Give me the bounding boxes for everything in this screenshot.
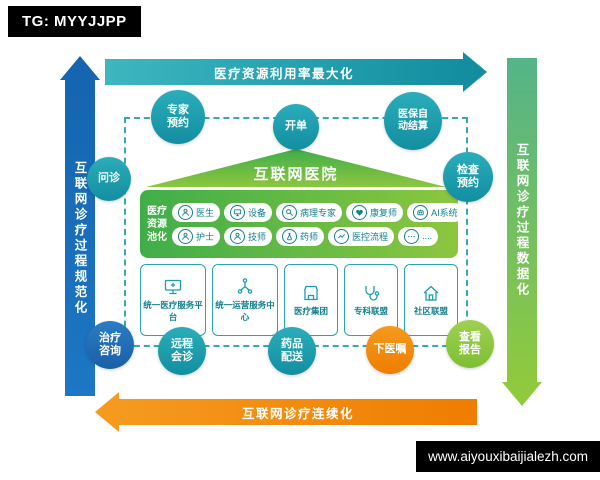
medical-platform-icon xyxy=(164,280,182,295)
top-arrow-head-icon xyxy=(463,52,487,92)
resource-item: 医生 xyxy=(172,202,221,222)
resource-label: 技师 xyxy=(248,231,267,242)
process-chart-icon xyxy=(334,228,350,244)
more-icon xyxy=(404,228,420,244)
operation-center-icon xyxy=(237,278,253,295)
node-treatment-consult: 治疗咨询 xyxy=(86,321,134,369)
node-expert-booking: 专家预约 xyxy=(151,90,205,144)
watermark-top-left: TG: MYYJJPP xyxy=(8,6,141,37)
equipment-icon xyxy=(230,204,246,220)
watermark-top-text: TG: MYYJJPP xyxy=(22,13,127,30)
node-view-report: 查看报告 xyxy=(446,320,494,368)
node-insurance-settlement: 医保自动结算 xyxy=(384,92,442,150)
resource-item: 设备 xyxy=(224,202,273,222)
node-exam-booking: 检查预约 xyxy=(443,152,493,202)
resource-label: 医控流程 xyxy=(352,231,389,242)
node-inquiry: 问诊 xyxy=(87,157,131,201)
resource-item: 病理专家 xyxy=(276,202,343,222)
platform-label: 社区联盟 xyxy=(413,305,448,316)
watermark-bottom-right: www.aiyouxibaijialezh.com xyxy=(416,441,600,472)
platform-box: 统一医疗服务平台 xyxy=(140,264,206,336)
right-arrow-label: 互联网诊疗过程数据化 xyxy=(514,142,529,298)
pathologist-icon xyxy=(282,204,298,220)
right-arrow: 互联网诊疗过程数据化 xyxy=(502,58,542,408)
bottom-arrow-head-icon xyxy=(95,392,119,432)
platform-box: 统一运营服务中心 xyxy=(212,264,278,336)
resource-pool-grid: 医生 设备 病理专家 康复师 AI系统 xyxy=(172,202,464,246)
resource-label: .... xyxy=(422,231,433,241)
doctor-icon xyxy=(178,204,193,220)
left-arrow-head-icon xyxy=(60,56,100,80)
resource-label: 康复师 xyxy=(370,207,398,218)
platform-label: 专科联盟 xyxy=(353,305,388,316)
bottom-arrow: 互联网诊疗连续化 xyxy=(95,392,479,432)
rehab-therapist-icon xyxy=(352,204,368,220)
top-arrow-body xyxy=(105,59,463,85)
resource-label: AI系统 xyxy=(431,207,458,218)
platform-box: 专科联盟 xyxy=(344,264,398,336)
resource-row-2: 护士 技师 药师 医控流程 .... xyxy=(172,226,453,246)
resource-label: 护士 xyxy=(196,231,215,242)
community-alliance-icon xyxy=(423,285,439,301)
platform-label: 医疗集团 xyxy=(293,305,328,316)
platform-box: 社区联盟 xyxy=(404,264,458,336)
resource-row-1: 医生 设备 病理专家 康复师 AI系统 xyxy=(172,202,464,222)
node-order: 开单 xyxy=(273,104,319,150)
bottom-arrow-label: 互联网诊疗连续化 xyxy=(241,406,354,421)
resource-item: 康复师 xyxy=(346,202,404,222)
resource-pool: 医疗资源池化 医生 设备 病理专家 康复师 xyxy=(140,190,464,258)
resource-item: .... xyxy=(398,226,439,246)
resource-label: 医生 xyxy=(196,207,215,218)
technician-icon xyxy=(230,228,246,244)
medical-group-icon xyxy=(303,285,319,301)
node-doctor-order: 下医嘱 xyxy=(366,326,414,374)
ai-system-icon xyxy=(413,204,429,220)
pharmacist-icon xyxy=(282,228,298,244)
hospital-title: 互联网医院 xyxy=(253,166,339,183)
platform-row: 统一医疗服务平台 统一运营服务中心 医疗集团 专科联盟 社区联盟 xyxy=(140,264,458,336)
resource-item: 护士 xyxy=(172,226,221,246)
specialty-alliance-icon xyxy=(365,285,380,301)
resource-label: 设备 xyxy=(248,207,267,218)
right-arrow-body xyxy=(507,58,537,382)
top-arrow-label: 医疗资源利用率最大化 xyxy=(213,66,354,81)
node-remote-consult: 远程会诊 xyxy=(158,327,206,375)
right-arrow-head-icon xyxy=(502,382,542,406)
left-arrow-label: 互联网诊疗过程规范化 xyxy=(72,160,87,316)
platform-label: 统一医疗服务平台 xyxy=(143,300,203,322)
resource-label: 病理专家 xyxy=(300,207,337,218)
resource-item: 技师 xyxy=(224,226,273,246)
watermark-url-text: www.aiyouxibaijialezh.com xyxy=(428,449,588,464)
platform-box: 医疗集团 xyxy=(284,264,338,336)
platform-label: 统一运营服务中心 xyxy=(215,300,275,322)
resource-item: 药师 xyxy=(276,226,325,246)
bottom-arrow-body xyxy=(119,399,477,425)
resource-item: AI系统 xyxy=(407,202,464,222)
resource-item: 医控流程 xyxy=(328,226,395,246)
node-drug-delivery: 药品配送 xyxy=(268,327,316,375)
top-arrow: 医疗资源利用率最大化 xyxy=(105,52,489,92)
resource-label: 药师 xyxy=(300,231,319,242)
resource-pool-label: 医疗资源池化 xyxy=(147,205,167,243)
nurse-icon xyxy=(178,228,193,244)
